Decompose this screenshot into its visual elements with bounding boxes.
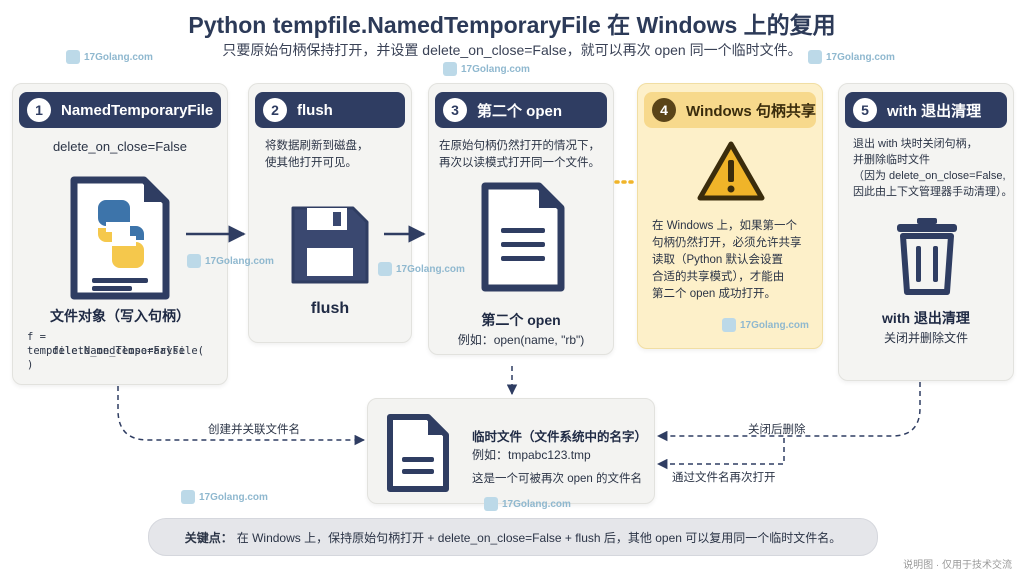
step-card-3: 3 第二个 open 在原始句柄仍然打开的情况下， 再次以读模式打开同一个文件。… — [428, 83, 614, 355]
step-param: delete_on_close=False — [52, 139, 188, 154]
code-line: ) — [27, 359, 34, 371]
step-desc: 第二个 open 成功打开。 — [652, 288, 776, 300]
label-reopen: 通过文件名再次打开 — [672, 472, 776, 484]
step-desc: 因此由上下文管理器手动清理）。 — [853, 186, 1013, 198]
step-caption: 文件对象（写入句柄） — [50, 308, 190, 324]
watermark: 17Golang.com — [378, 262, 465, 276]
step-header-1: 1 NamedTemporaryFile — [19, 92, 221, 128]
step-caption: 第二个 open — [481, 312, 561, 328]
step-example: 例如：open(name, "rb") — [457, 333, 585, 347]
step-desc: 读取（Python 默认会设置 — [652, 254, 783, 266]
step-desc: 并删除临时文件 — [853, 154, 930, 166]
step-desc: 句柄仍然打开，必须允许共享 — [652, 237, 802, 249]
key-point-bar: 关键点： 在 Windows 上，保持原始句柄打开 + delete_on_cl… — [148, 518, 878, 556]
step-header-2: 2 flush — [255, 92, 405, 128]
page-title: Python tempfile.NamedTemporaryFile 在 Win… — [188, 12, 836, 38]
key-point-text: 在 Windows 上，保持原始句柄打开 + delete_on_close=F… — [236, 530, 842, 545]
step-desc: 在原始句柄仍然打开的情况下， — [439, 140, 600, 152]
watermark: 17Golang.com — [808, 50, 895, 64]
document-icon — [481, 182, 565, 292]
step-desc: 在 Windows 上，如果第一个 — [652, 220, 798, 232]
floppy-disk-icon — [291, 206, 369, 284]
step-card-5: 5 with 退出清理 退出 with 块时关闭句柄， 并删除临时文件 （因为 … — [838, 83, 1014, 381]
page-subtitle: 只要原始句柄保持打开，并设置 delete_on_close=False，就可以… — [222, 42, 802, 58]
step-header-3: 3 第二个 open — [435, 92, 607, 128]
step-caption: with 退出清理 — [882, 310, 970, 326]
arrow-delete — [656, 382, 921, 442]
step-header-5: 5 with 退出清理 — [845, 92, 1007, 128]
tempfile-example: 例如：tmpabc123.tmp — [472, 448, 591, 462]
step-card-2: 2 flush 将数据刷新到磁盘， 使其他打开可见。 flush — [248, 83, 412, 343]
arrow-create — [117, 386, 366, 446]
label-create: 创建并关联文件名 — [208, 424, 300, 436]
step-desc: 合适的共享模式），才能由 — [652, 271, 785, 283]
code-line: delete_on_close=False — [27, 345, 186, 357]
python-file-icon — [70, 176, 170, 300]
warning-icon — [697, 141, 765, 201]
step-desc: 使其他打开可见。 — [265, 157, 357, 169]
step-desc: 再次以读模式打开同一个文件。 — [439, 157, 600, 169]
watermark: 17Golang.com — [66, 50, 153, 64]
tempfile-note: 这是一个可被再次 open 的文件名 — [472, 473, 642, 485]
arrow-reopen — [656, 438, 785, 470]
step-desc: 将数据刷新到磁盘， — [265, 140, 369, 152]
step-card-4: 4 Windows 句柄共享 在 Windows 上，如果第一个 句柄仍然打开，… — [637, 83, 823, 349]
document-icon — [387, 414, 449, 492]
watermark: 17Golang.com — [722, 318, 809, 332]
code-line: f = tempfile.NamedTemporaryFile( — [27, 331, 205, 357]
step-desc: 退出 with 块时关闭句柄， — [853, 138, 978, 150]
watermark: 17Golang.com — [443, 62, 530, 76]
watermark: 17Golang.com — [484, 497, 571, 511]
footer-note: 说明图 · 仅用于技术交流 — [903, 560, 1012, 571]
key-point-label: 关键点： — [184, 530, 233, 545]
watermark: 17Golang.com — [181, 490, 268, 504]
watermark: 17Golang.com — [187, 254, 274, 268]
tempfile-title: 临时文件（文件系统中的名字） — [472, 430, 648, 444]
tempfile-box: 临时文件（文件系统中的名字） 例如：tmpabc123.tmp 这是一个可被再次… — [367, 398, 655, 504]
step-desc: （因为 delete_on_close=False, — [853, 170, 1006, 182]
step-caption: flush — [310, 300, 350, 317]
step-header-4: 4 Windows 句柄共享 — [644, 92, 816, 128]
label-delete: 关闭后删除 — [748, 424, 806, 436]
trash-icon — [897, 218, 957, 295]
step-subcaption: 关闭并删除文件 — [883, 331, 968, 345]
